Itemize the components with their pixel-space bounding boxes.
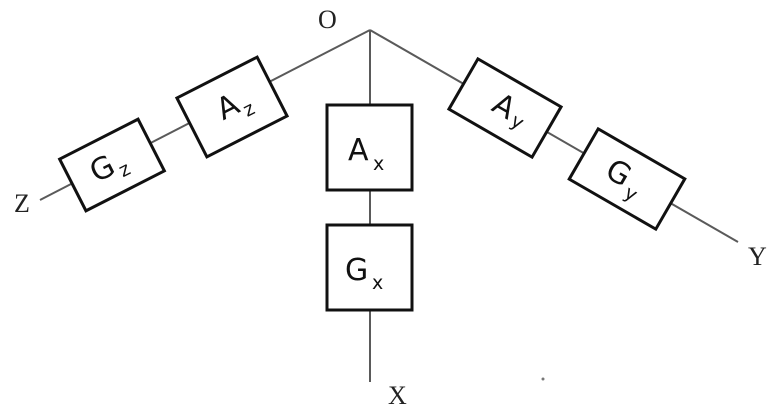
z-axis-label: Z: [14, 189, 30, 218]
sensor-g-x-main: G: [345, 253, 368, 288]
y-axis-label: Y: [748, 242, 767, 271]
stray-dot: [541, 377, 545, 381]
sensor-box-g-z: G z: [57, 117, 167, 213]
origin-label: O: [318, 5, 337, 34]
x-axis-label: X: [388, 381, 407, 410]
sensor-box-a-y: A y: [446, 56, 564, 160]
sensor-box-a-z: A z: [174, 55, 290, 159]
sensor-box-a-x: A x: [325, 103, 414, 192]
sensor-a-x-main: A: [348, 133, 369, 168]
sensor-g-x-sub: x: [372, 272, 383, 294]
sensor-box-g-y: G y: [567, 126, 687, 232]
sensor-box-g-x: G x: [325, 223, 414, 312]
sensor-a-x-sub: x: [373, 153, 384, 175]
y-axis-line: [369, 29, 739, 243]
